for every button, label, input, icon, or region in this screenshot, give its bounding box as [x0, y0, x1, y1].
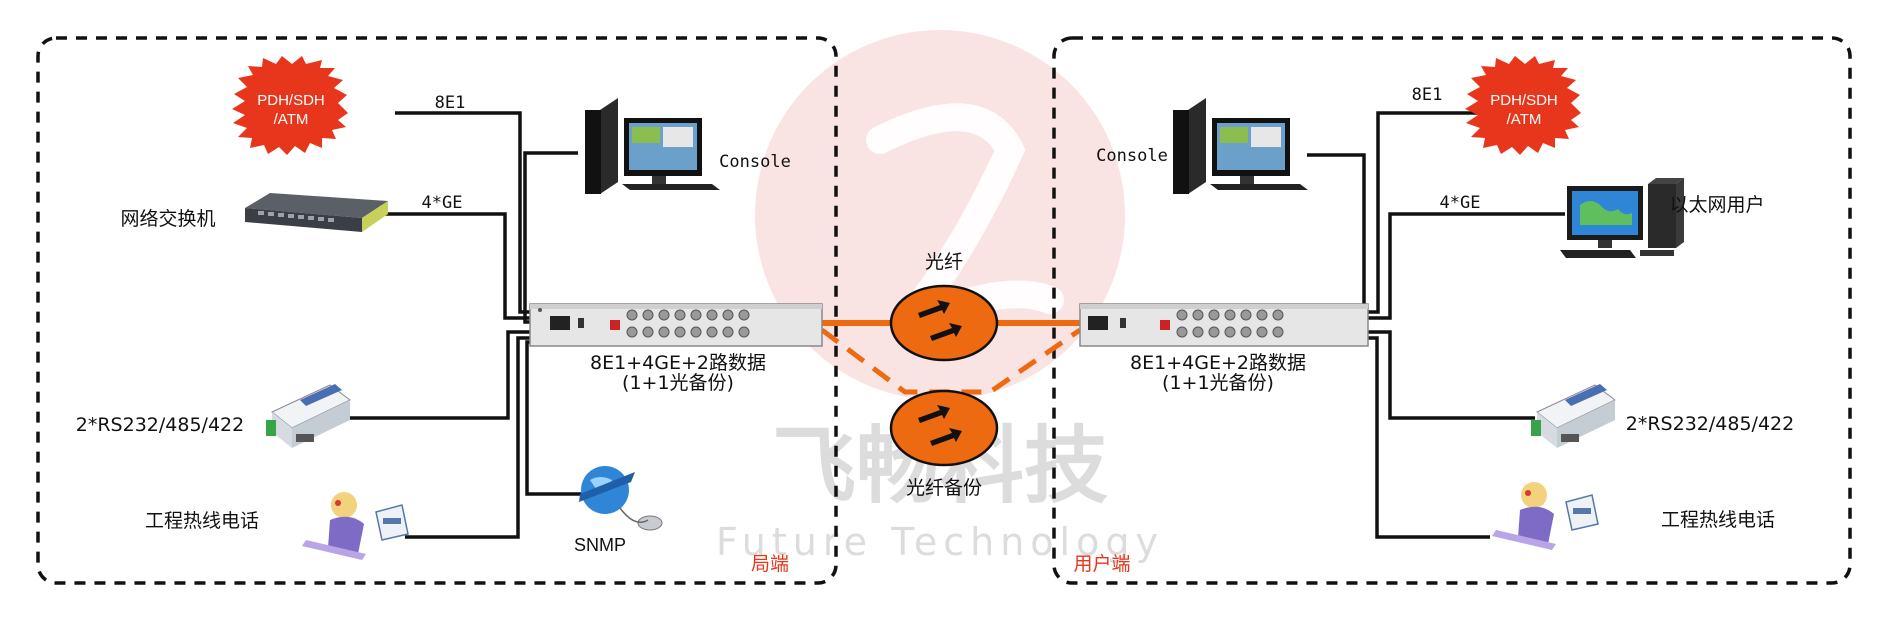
- left-console-label: Console: [719, 152, 791, 172]
- right-phone-label: 工程热线电话: [1661, 509, 1775, 531]
- wire-console-left: [523, 151, 578, 324]
- left-phone-label: 工程热线电话: [145, 510, 259, 532]
- left-device-name: 8E1+4GE+2路数据: [590, 352, 766, 374]
- right-e1-label: 8E1: [1412, 85, 1443, 105]
- wire-ge-left: [385, 212, 530, 320]
- ethernet-user-pc-icon: [1560, 178, 1684, 258]
- arrow-icon: [930, 323, 962, 341]
- wire-console-right: [1307, 153, 1368, 324]
- rs232-converter-icon: [1531, 384, 1616, 448]
- left-optical-multiplexer: [529, 303, 823, 347]
- switch-label: 网络交换机: [120, 208, 215, 230]
- right-device-name: 8E1+4GE+2路数据: [1130, 352, 1306, 374]
- snmp-globe-icon: [579, 466, 663, 531]
- hotline-phone-icon: [302, 492, 409, 560]
- rs232-converter-icon: [266, 384, 351, 448]
- starburst-icon: [232, 56, 348, 155]
- left-pdh-text-1: PDH/SDH: [257, 92, 325, 109]
- arrow-icon: [930, 428, 962, 446]
- left-wires: [345, 111, 585, 539]
- left-e1-label: 8E1: [435, 93, 466, 113]
- left-rs232-label: 2*RS232/485/422: [76, 414, 244, 436]
- left-ge-label: 4*GE: [422, 193, 463, 213]
- power-socket-icon: [1088, 316, 1108, 330]
- console-pc-icon: [585, 98, 720, 194]
- left-device-backup: (1+1光备份): [622, 372, 734, 394]
- right-ge-label: 4*GE: [1440, 193, 1481, 213]
- right-pdh-text-2: /ATM: [1507, 111, 1542, 128]
- left-pdh-text-2: /ATM: [274, 111, 309, 128]
- main-fiber-node: [889, 284, 999, 362]
- wire-rs232-left: [345, 330, 530, 420]
- right-device-backup: (1+1光备份): [1162, 372, 1274, 394]
- wire-phone-left: [405, 336, 530, 539]
- hotline-phone-icon: [1492, 482, 1599, 550]
- fiber-backup-label: 光纤备份: [906, 477, 982, 499]
- arrow-icon: [918, 405, 950, 423]
- power-socket-icon: [550, 316, 570, 330]
- left-pdh-burst: PDH/SDH /ATM: [232, 56, 348, 155]
- watermark: 飞畅科技 Future Technology: [716, 30, 1164, 564]
- network-switch-icon: [245, 193, 388, 232]
- central-office-label: 局端: [751, 553, 789, 575]
- right-console-label: Console: [1096, 146, 1168, 166]
- user-end-label: 用户端: [1073, 553, 1130, 575]
- watermark-en: Future Technology: [716, 520, 1164, 564]
- backup-fiber-node: [889, 389, 999, 467]
- wire-e1-right: [1368, 111, 1482, 314]
- right-rs232-label: 2*RS232/485/422: [1626, 413, 1794, 435]
- right-pdh-burst: PDH/SDH /ATM: [1465, 56, 1581, 155]
- user-end-box: [1052, 36, 1852, 585]
- starburst-icon: [1465, 56, 1581, 155]
- wire-phone-right: [1368, 336, 1490, 539]
- right-wires: [1307, 111, 1565, 539]
- central-office-box: [36, 36, 838, 585]
- wire-rs232-right: [1368, 330, 1535, 420]
- wire-ge-right: [1368, 212, 1565, 320]
- console-pc-icon: [1173, 98, 1308, 194]
- right-optical-multiplexer: [1079, 303, 1369, 347]
- arrow-icon: [918, 300, 950, 318]
- ethernet-user-label: 以太网用户: [1669, 194, 1764, 216]
- snmp-label: SNMP: [574, 535, 626, 555]
- wire-snmp-left: [525, 340, 585, 496]
- right-pdh-text-1: PDH/SDH: [1490, 92, 1558, 109]
- fiber-label: 光纤: [925, 251, 963, 273]
